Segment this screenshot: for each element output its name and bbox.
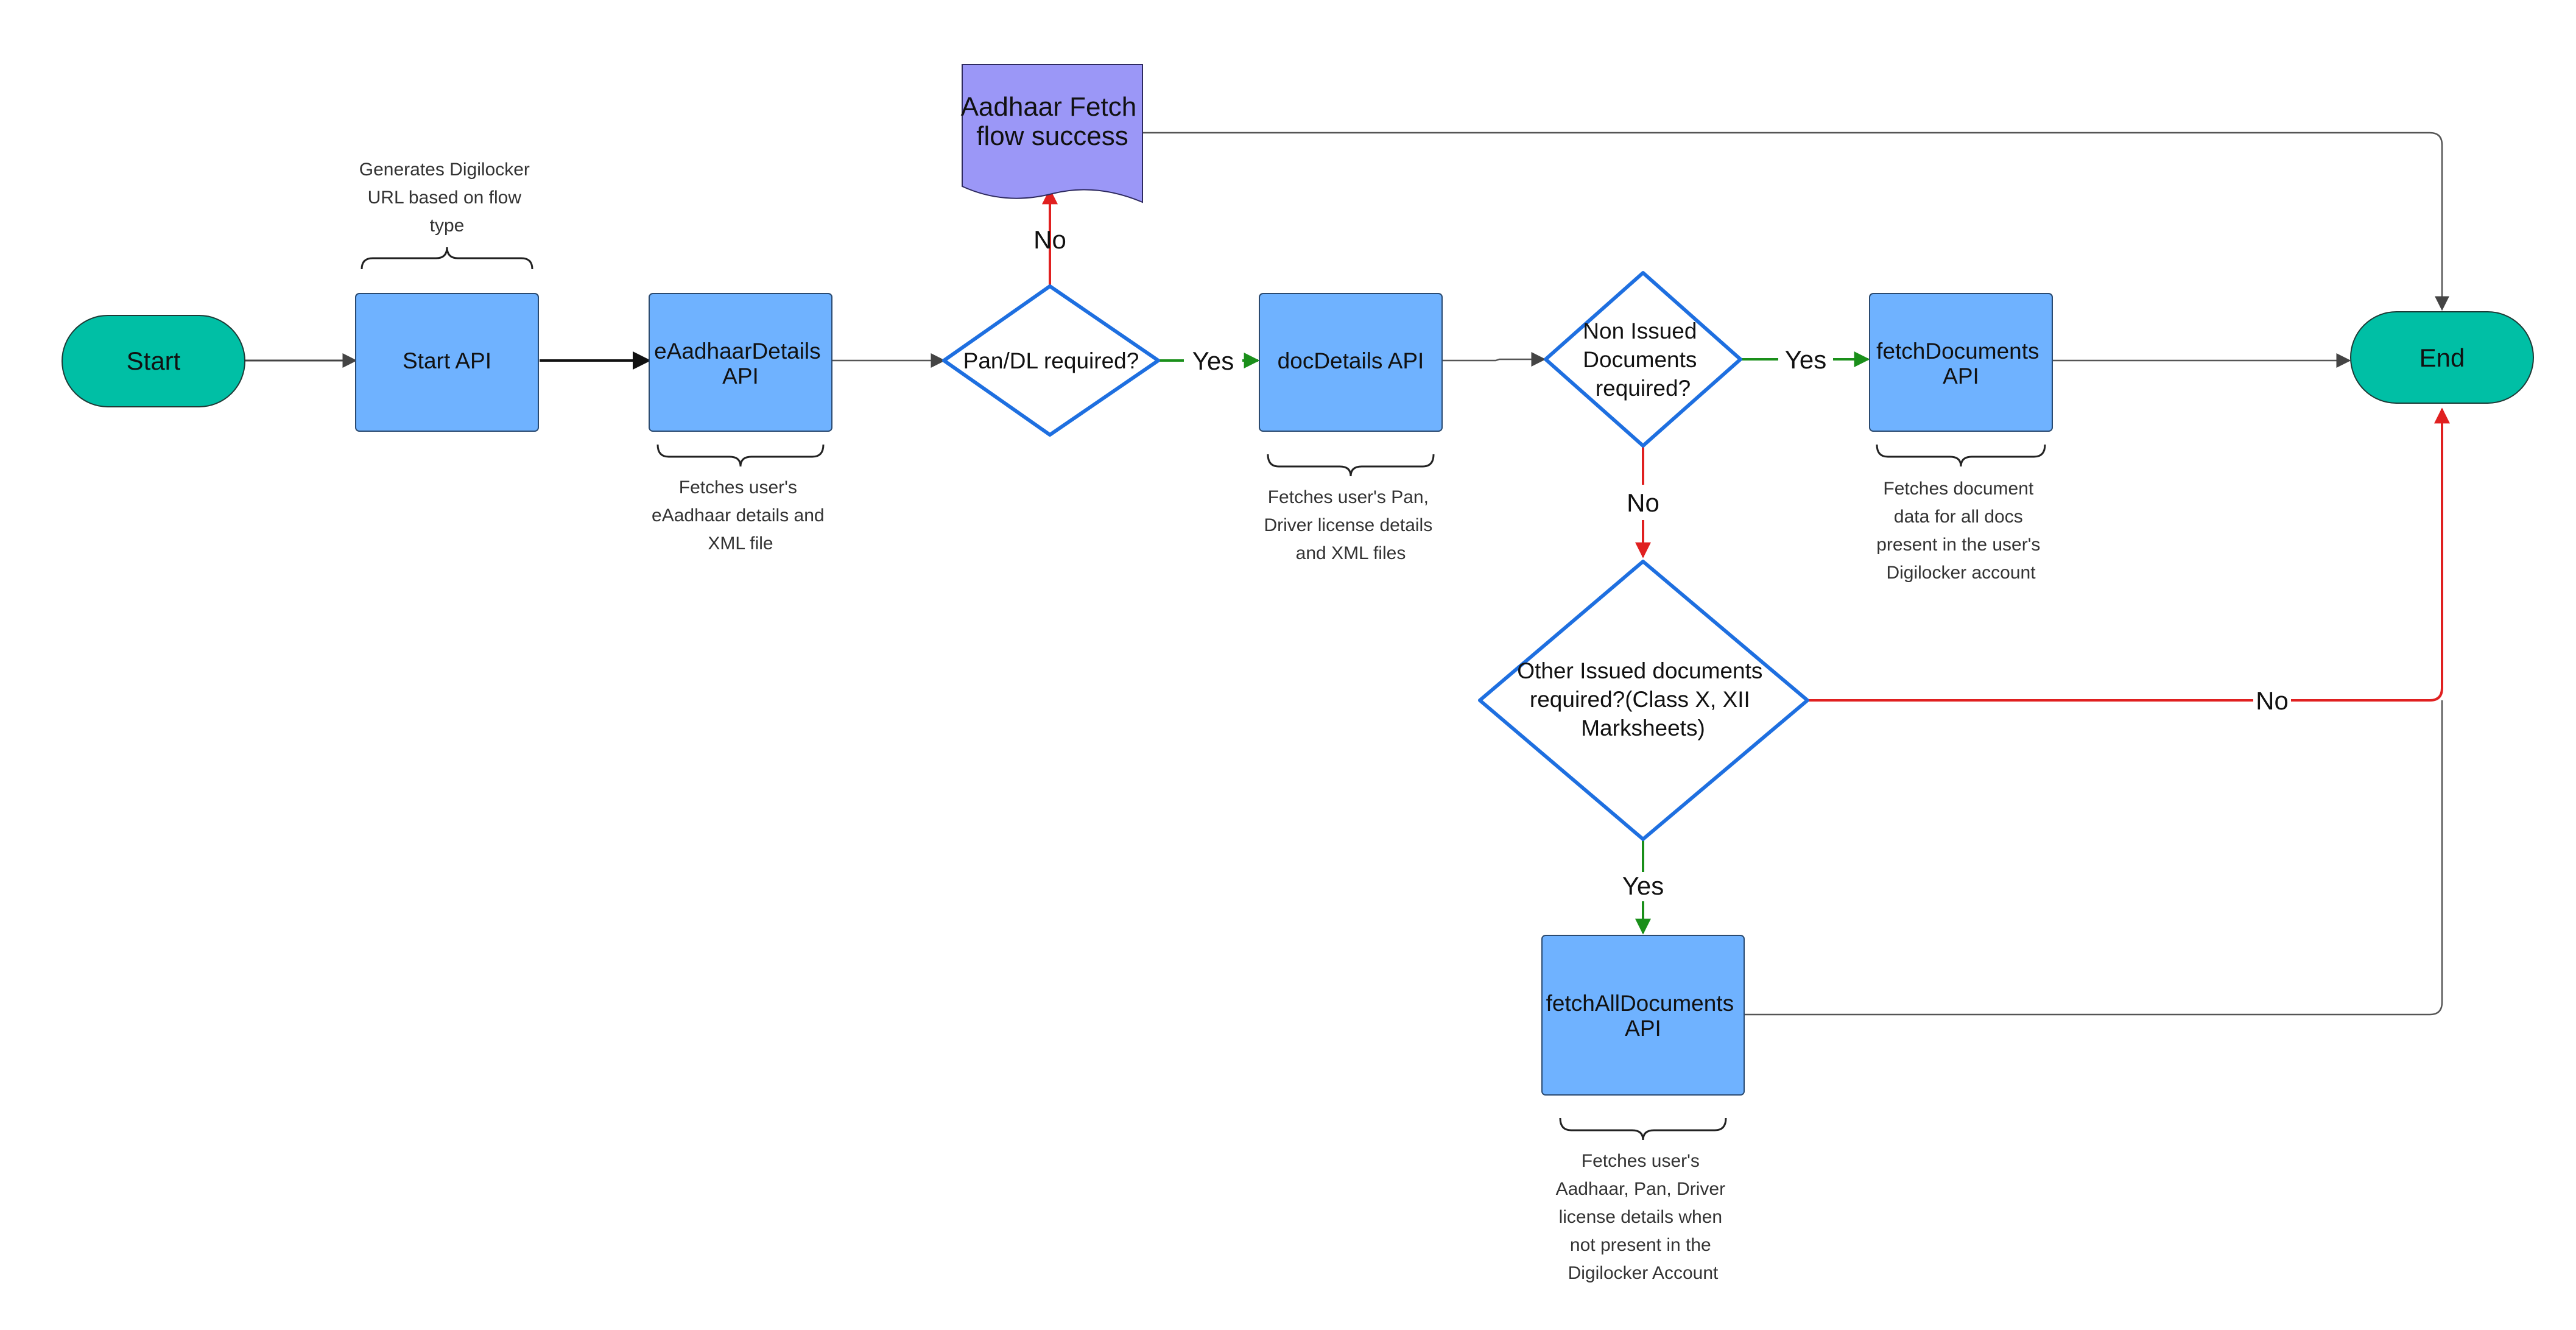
label-nonissued-yes: Yes [1785, 345, 1827, 374]
eaadhaar-details-api-node[interactable]: eAadhaarDetails API [649, 293, 832, 432]
pan-dl-decision-label: Pan/DL required? [963, 348, 1139, 373]
label-other-no: No [2256, 686, 2289, 715]
note-docdetails-api-text: Fetches user's Pan, Driver license detai… [1264, 487, 1437, 563]
eaadhaar-details-api-label: eAadhaarDetails API [654, 339, 827, 389]
fetchdocuments-api-label: fetchDocuments API [1876, 339, 2046, 389]
edges [245, 132, 2450, 1016]
end-node-label: End [2419, 343, 2465, 372]
note-eaadhaar-api: Fetches user's eAadhaar details and XML … [652, 444, 829, 554]
non-issued-decision-node[interactable]: Non Issued Documents required? [1544, 271, 1742, 448]
brace-icon [1559, 1117, 1727, 1141]
start-api-label: Start API [403, 348, 491, 373]
brace-icon [361, 247, 533, 270]
label-other-yes: Yes [1622, 871, 1664, 900]
non-issued-decision-label: Non Issued Documents required? [1583, 318, 1703, 401]
note-fetchalldocuments-api-text: Fetches user's Aadhaar, Pan, Driver lice… [1556, 1151, 1731, 1283]
fetchalldocuments-api-label: fetchAllDocuments API [1546, 991, 1740, 1041]
edge-aadhaarsuccess-to-end [1142, 132, 2449, 311]
brace-icon [656, 444, 825, 467]
pan-dl-decision-node[interactable]: Pan/DL required? [942, 284, 1160, 437]
other-issued-decision-node[interactable]: Other Issued documents required?(Class X… [1478, 560, 1809, 841]
edge-fetchall-to-end [1744, 700, 2443, 1016]
start-node-label: Start [127, 347, 181, 375]
note-fetchdocuments-api: Fetches document data for all docs prese… [1876, 444, 2046, 583]
fetchalldocuments-api-node[interactable]: fetchAllDocuments API [1541, 935, 1745, 1096]
nodes: Start End Start API eAadhaarDetails API … [62, 64, 2534, 1096]
note-start-api-text: Generates Digilocker URL based on flow t… [359, 160, 535, 236]
end-node[interactable]: End [2350, 311, 2534, 404]
docdetails-api-node[interactable]: docDetails API [1259, 293, 1443, 432]
aadhaar-fetch-success-node[interactable]: Aadhaar Fetch flow success [961, 64, 1144, 203]
edge-other-no-b [2291, 407, 2450, 702]
edge-docdetails-to-nonissued [1441, 352, 1546, 367]
note-eaadhaar-api-text: Fetches user's eAadhaar details and XML … [652, 477, 829, 554]
docdetails-api-label: docDetails API [1278, 348, 1424, 373]
aadhaar-fetch-success-label: Aadhaar Fetch flow success [961, 92, 1144, 151]
label-pandl-no: No [1033, 225, 1066, 254]
start-node[interactable]: Start [62, 315, 245, 407]
brace-icon [1267, 454, 1435, 477]
note-docdetails-api: Fetches user's Pan, Driver license detai… [1264, 454, 1437, 563]
note-fetchalldocuments-api: Fetches user's Aadhaar, Pan, Driver lice… [1556, 1117, 1731, 1283]
annotations: Generates Digilocker URL based on flow t… [359, 160, 2046, 1283]
note-start-api: Generates Digilocker URL based on flow t… [359, 160, 535, 270]
fetchdocuments-api-node[interactable]: fetchDocuments API [1869, 293, 2053, 432]
note-fetchdocuments-api-text: Fetches document data for all docs prese… [1876, 479, 2046, 583]
label-nonissued-no: No [1627, 488, 1659, 517]
brace-icon [1876, 444, 2046, 467]
edge-labels: No Yes Yes No No Yes [1033, 225, 2289, 900]
start-api-node[interactable]: Start API [355, 293, 539, 432]
other-issued-decision-label: Other Issued documents required?(Class X… [1517, 658, 1768, 741]
label-pandl-yes: Yes [1192, 347, 1234, 375]
